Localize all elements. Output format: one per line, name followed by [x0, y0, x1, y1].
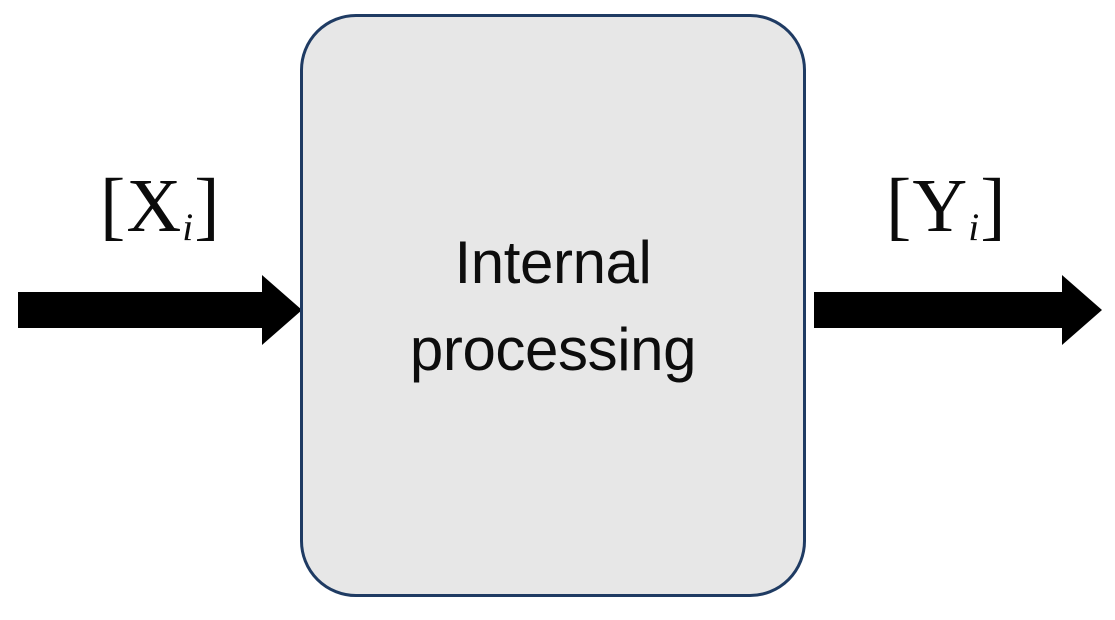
input-label-open-bracket: [: [100, 164, 126, 248]
output-label-open-bracket: [: [886, 164, 912, 248]
input-arrow: [18, 272, 302, 348]
arrow-right-icon: [814, 275, 1102, 345]
internal-processing-block: Internal processing: [300, 14, 806, 597]
output-signal-label: [Yi]: [886, 168, 1006, 247]
output-label-subscript: i: [968, 204, 980, 249]
input-label-symbol: X: [126, 164, 182, 248]
arrow-right-icon: [18, 275, 302, 345]
output-label-close-bracket: ]: [980, 164, 1006, 248]
process-label-line-1: Internal: [454, 228, 652, 296]
output-arrow: [814, 272, 1102, 348]
input-label-close-bracket: ]: [194, 164, 220, 248]
output-label-symbol: Y: [912, 164, 968, 248]
input-label-subscript: i: [182, 204, 194, 249]
process-label-line-2: processing: [409, 315, 697, 383]
input-signal-label: [Xi]: [100, 168, 220, 247]
